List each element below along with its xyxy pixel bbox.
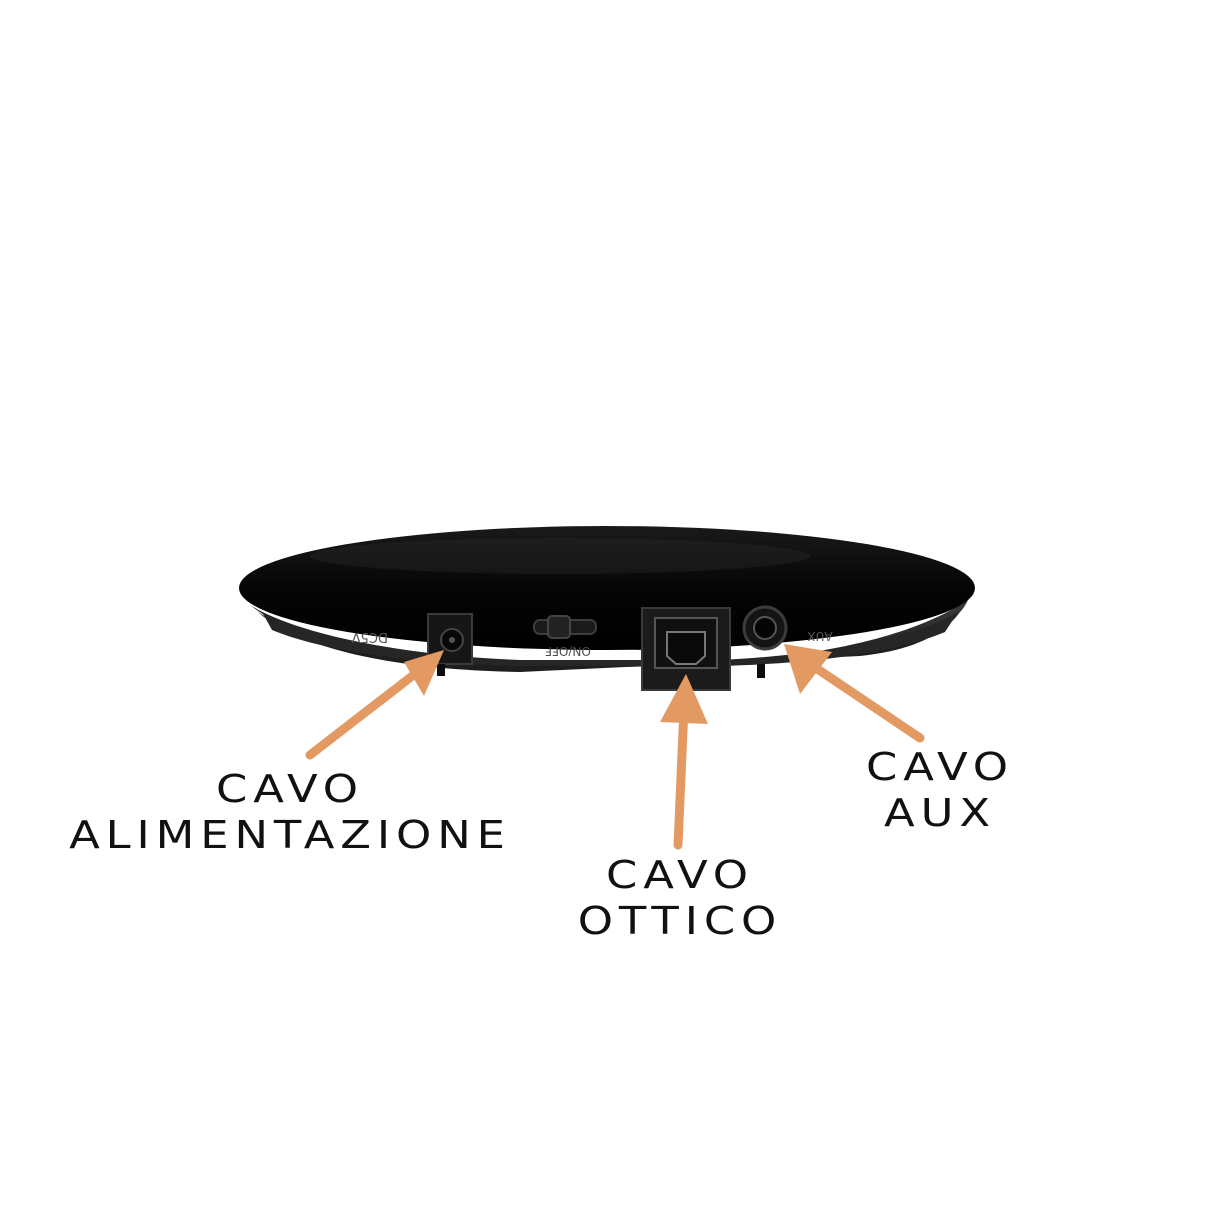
aux-label-line2: AUX xyxy=(884,791,996,835)
arrow-to-power-port xyxy=(305,650,444,760)
aux-cable-label: CAVO AUX xyxy=(822,744,1058,836)
dc-port-label: DC5V xyxy=(352,629,388,644)
optical-cable-label: CAVO OTTICO xyxy=(538,852,821,944)
power-label-line1: CAVO xyxy=(216,767,364,811)
aux-label-line1: CAVO xyxy=(866,745,1014,789)
device-top-highlight xyxy=(310,538,810,574)
arrow-to-aux-port xyxy=(784,644,925,743)
device-top-shell xyxy=(239,526,975,650)
power-label-line2: ALIMENTAZIONE xyxy=(69,813,511,857)
arrow-to-optical-port xyxy=(660,674,708,850)
power-cable-label: CAVO ALIMENTAZIONE xyxy=(54,766,526,858)
optical-label-line2: OTTICO xyxy=(577,899,783,943)
optical-label-line1: CAVO xyxy=(606,853,754,897)
aux-port-label: AUX xyxy=(807,629,832,643)
switch-label: ON/OFF xyxy=(545,644,591,658)
bluetooth-transmitter-device: DC5V ON/OFF AUX xyxy=(239,526,975,691)
